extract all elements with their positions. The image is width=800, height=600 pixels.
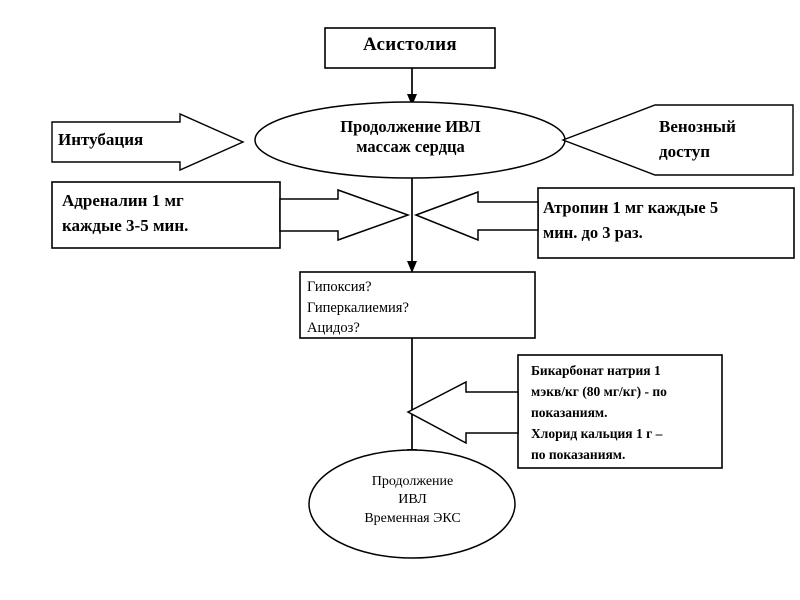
connector-adrenaline-arrow — [279, 188, 411, 242]
node-adrenaline-label: Адреналин 1 мг каждые 3-5 мин. — [62, 191, 189, 235]
node-asystole-shape — [324, 27, 496, 69]
node-atropine-label: Атропин 1 мг каждые 5 мин. до 3 раз. — [543, 198, 719, 242]
connector-bicarbonate-arrow — [406, 380, 519, 445]
node-outcome-shape — [308, 449, 516, 559]
node-asystole-label: Асистолия — [363, 34, 457, 55]
node-bicarbonate-shape — [517, 354, 723, 469]
arrowhead-asystole-to-cpr — [407, 94, 417, 106]
node-venous-access-label: Венозный доступ — [659, 117, 736, 161]
arrowhead-cpr-to-causes — [407, 261, 417, 273]
node-atropine-shape — [537, 187, 795, 259]
node-intubation-shape — [51, 112, 245, 172]
connector-atropine-arrow — [413, 190, 539, 242]
node-causes-label: Гипоксия? Гиперкалиемия? Ацидоз? — [307, 279, 409, 337]
node-intubation-label: Интубация — [58, 130, 144, 149]
node-bicarbonate-label: Бикарбонат натрия 1 мэкв/кг (80 мг/кг) -… — [531, 363, 667, 463]
node-causes-shape — [299, 271, 536, 339]
node-continue-cpr-label: Продолжение ИВЛ массаж сердца — [340, 117, 481, 157]
node-outcome-label: Продолжение ИВЛ Временная ЭКС — [364, 474, 461, 526]
node-venous-access-shape — [561, 104, 794, 176]
